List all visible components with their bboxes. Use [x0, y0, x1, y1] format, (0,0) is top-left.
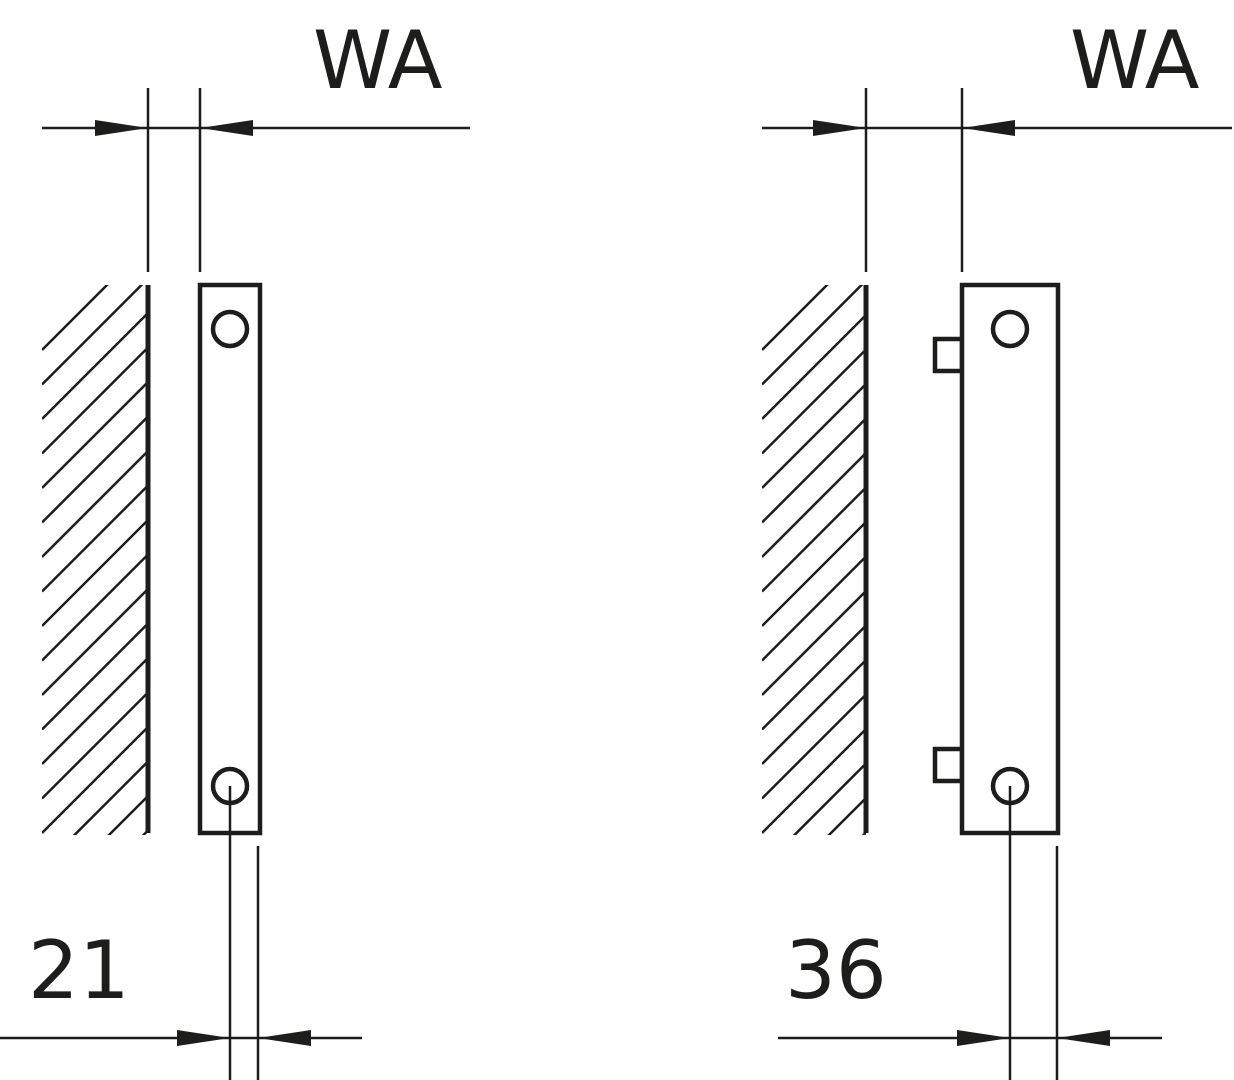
- hatch-line: [762, 658, 866, 765]
- hatch-line: [42, 483, 148, 593]
- arrowhead: [200, 120, 253, 136]
- hatch-line: [42, 690, 148, 800]
- hatch-line: [762, 285, 829, 351]
- hatch-line: [107, 794, 148, 835]
- hatch-line: [762, 347, 866, 455]
- hatch-line: [42, 552, 148, 662]
- arrowhead: [962, 120, 1015, 136]
- view-right: WA 36: [762, 14, 1232, 1080]
- hatch-line: [42, 311, 148, 420]
- hatch-line: [762, 313, 866, 420]
- arrowhead: [957, 1030, 1010, 1046]
- hatch-line: [42, 518, 148, 627]
- hatch-line: [762, 416, 866, 524]
- hatch-line: [762, 451, 866, 558]
- hatch-line: [42, 345, 148, 455]
- arrowhead: [813, 120, 866, 136]
- hatch-line: [762, 520, 866, 627]
- hatch-line: [42, 414, 148, 524]
- hatch-line: [762, 285, 864, 386]
- hatch-line: [42, 285, 144, 386]
- wa-label: WA: [1070, 14, 1200, 107]
- hatch-line: [42, 587, 148, 696]
- hatch-line: [762, 727, 866, 834]
- hatch-line: [827, 796, 866, 835]
- hatch-line: [42, 285, 109, 351]
- hatch-line: [762, 589, 866, 696]
- wa-label: WA: [313, 14, 443, 107]
- arrowhead: [258, 1030, 311, 1046]
- arrowhead: [1057, 1030, 1110, 1046]
- radiator-body: [959, 282, 1061, 836]
- hatch-line: [42, 380, 148, 489]
- connection-circle-top: [990, 309, 1030, 349]
- hatch-line: [762, 623, 866, 731]
- wall-hatching: [42, 285, 148, 835]
- wall-hatching: [762, 285, 866, 835]
- hatch-line: [141, 828, 148, 835]
- hatch-line: [42, 449, 148, 558]
- mounting-bracket-top: [932, 336, 965, 374]
- hatch-line: [42, 725, 148, 834]
- hatch-line: [762, 692, 866, 800]
- hatch-line: [861, 830, 866, 835]
- hatch-line: [42, 656, 148, 765]
- arrowhead: [95, 120, 148, 136]
- hatch-line: [762, 554, 866, 662]
- view-left: WA 21: [0, 14, 470, 1080]
- arrowhead: [177, 1030, 230, 1046]
- hatch-line: [762, 382, 866, 489]
- hatch-line: [72, 759, 148, 835]
- depth-label: 21: [28, 924, 130, 1017]
- connection-circle-top: [210, 309, 250, 349]
- radiator-body: [197, 282, 263, 836]
- mounting-bracket-bottom: [932, 746, 965, 784]
- hatch-line: [762, 485, 866, 593]
- hatch-line: [42, 621, 148, 731]
- hatch-line: [792, 761, 866, 835]
- depth-label: 36: [785, 924, 887, 1017]
